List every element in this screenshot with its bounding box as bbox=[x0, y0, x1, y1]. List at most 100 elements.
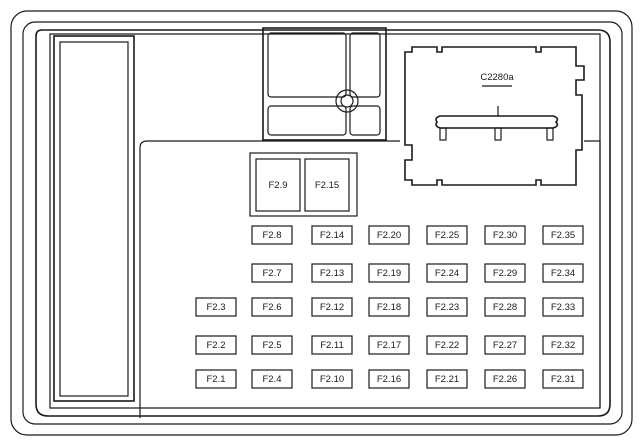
fuse-f2-7: F2.7 bbox=[251, 263, 293, 283]
fuse-f2-1-body bbox=[195, 369, 237, 389]
housing-frame bbox=[35, 29, 611, 417]
fuse-f2-25: F2.25 bbox=[426, 225, 468, 245]
fuse-f2-34-label: F2.34 bbox=[551, 268, 575, 279]
fuse-f2-3-label: F2.3 bbox=[206, 302, 225, 313]
fuse-f2-14: F2.14 bbox=[311, 225, 353, 245]
fuse-f2-30: F2.30 bbox=[484, 225, 526, 245]
fuse-panel-outline bbox=[139, 140, 400, 418]
fuse-f2-19-body bbox=[368, 263, 410, 283]
fuse-f2-11-label: F2.11 bbox=[320, 340, 344, 351]
fuse-f2-6: F2.6 bbox=[251, 297, 293, 317]
fuse-f2-13-label: F2.13 bbox=[320, 268, 344, 279]
fuse-f2-2: F2.2 bbox=[195, 335, 237, 355]
fuse-f2-3-body bbox=[195, 297, 237, 317]
fuse-f2-33-label: F2.33 bbox=[551, 302, 575, 313]
fuse-f2-16-body bbox=[368, 369, 410, 389]
large-fuse-holder bbox=[249, 152, 358, 217]
fuse-f2-13: F2.13 bbox=[311, 263, 353, 283]
connector-c2280a bbox=[404, 46, 585, 186]
fuse-f2-23-body bbox=[426, 297, 468, 317]
fuse-f2-20: F2.20 bbox=[368, 225, 410, 245]
fuse-f2-29: F2.29 bbox=[484, 263, 526, 283]
fuse-f2-25-body bbox=[426, 225, 468, 245]
fuse-f2-5-label: F2.5 bbox=[262, 340, 281, 351]
fuse-f2-21-body bbox=[426, 369, 468, 389]
fuse-f2-22-label: F2.22 bbox=[435, 340, 459, 351]
fuse-f2-12-label: F2.12 bbox=[320, 302, 344, 313]
fuse-f2-7-label: F2.7 bbox=[262, 268, 281, 279]
fuse-f2-10-label: F2.10 bbox=[320, 374, 344, 385]
fuse-f2-31: F2.31 bbox=[542, 369, 584, 389]
fuse-f2-14-label: F2.14 bbox=[320, 230, 344, 241]
fuse-f2-29-label: F2.29 bbox=[493, 268, 517, 279]
fuse-f2-27-label: F2.27 bbox=[493, 340, 517, 351]
fuse-f2-28-label: F2.28 bbox=[493, 302, 517, 313]
fuse-f2-2-body bbox=[195, 335, 237, 355]
fuse-f2-8-label: F2.8 bbox=[262, 230, 281, 241]
fuse-f2-4: F2.4 bbox=[251, 369, 293, 389]
fuse-f2-4-label: F2.4 bbox=[262, 374, 281, 385]
fuse-f2-18: F2.18 bbox=[368, 297, 410, 317]
fuse-f2-9-body bbox=[255, 158, 301, 212]
fuse-f2-5: F2.5 bbox=[251, 335, 293, 355]
fuse-f2-15: F2.15 bbox=[304, 158, 350, 212]
fuse-f2-20-label: F2.20 bbox=[377, 230, 401, 241]
fuse-f2-12: F2.12 bbox=[311, 297, 353, 317]
fuse-f2-35: F2.35 bbox=[542, 225, 584, 245]
fuse-f2-26-label: F2.26 bbox=[493, 374, 517, 385]
left-relay-housing bbox=[53, 35, 135, 402]
fuse-f2-28-body bbox=[484, 297, 526, 317]
housing-outer bbox=[10, 10, 633, 436]
fuse-f2-21-label: F2.21 bbox=[435, 374, 459, 385]
fuse-f2-8-body bbox=[251, 225, 293, 245]
fuse-f2-27: F2.27 bbox=[484, 335, 526, 355]
fuse-f2-3: F2.3 bbox=[195, 297, 237, 317]
fuse-f2-23-label: F2.23 bbox=[435, 302, 459, 313]
fuse-f2-12-body bbox=[311, 297, 353, 317]
fuse-f2-34-body bbox=[542, 263, 584, 283]
fuse-f2-18-body bbox=[368, 297, 410, 317]
fuse-f2-5-body bbox=[251, 335, 293, 355]
fuse-f2-2-label: F2.2 bbox=[206, 340, 225, 351]
fuse-f2-24-body bbox=[426, 263, 468, 283]
fuse-f2-14-body bbox=[311, 225, 353, 245]
fuse-f2-30-body bbox=[484, 225, 526, 245]
fuse-f2-15-label: F2.15 bbox=[315, 180, 339, 191]
fuse-f2-31-label: F2.31 bbox=[551, 374, 575, 385]
fuse-f2-6-body bbox=[251, 297, 293, 317]
left-relay-slot bbox=[59, 41, 129, 397]
fuse-f2-1: F2.1 bbox=[195, 369, 237, 389]
fuse-f2-24: F2.24 bbox=[426, 263, 468, 283]
fuse-f2-33-body bbox=[542, 297, 584, 317]
fuse-panel-outline-right bbox=[584, 140, 601, 408]
fuse-f2-4-body bbox=[251, 369, 293, 389]
fuse-f2-24-label: F2.24 bbox=[435, 268, 459, 279]
fuse-f2-11-body bbox=[311, 335, 353, 355]
fuse-f2-18-label: F2.18 bbox=[377, 302, 401, 313]
fuse-f2-32-body bbox=[542, 335, 584, 355]
fuse-f2-30-label: F2.30 bbox=[493, 230, 517, 241]
fuse-f2-26: F2.26 bbox=[484, 369, 526, 389]
housing-inner bbox=[22, 21, 623, 425]
fuse-f2-11: F2.11 bbox=[311, 335, 353, 355]
fuse-f2-21: F2.21 bbox=[426, 369, 468, 389]
center-relay-block bbox=[262, 27, 387, 141]
fuse-f2-17: F2.17 bbox=[368, 335, 410, 355]
fuse-f2-27-body bbox=[484, 335, 526, 355]
fuse-f2-9-label: F2.9 bbox=[268, 180, 287, 191]
fuse-f2-17-label: F2.17 bbox=[377, 340, 401, 351]
fuse-f2-10-body bbox=[311, 369, 353, 389]
fuse-f2-19-label: F2.19 bbox=[377, 268, 401, 279]
fuse-f2-31-body bbox=[542, 369, 584, 389]
fuse-f2-8: F2.8 bbox=[251, 225, 293, 245]
fuse-f2-35-label: F2.35 bbox=[551, 230, 575, 241]
fuse-f2-16-label: F2.16 bbox=[377, 374, 401, 385]
fuse-f2-35-body bbox=[542, 225, 584, 245]
fuse-f2-23: F2.23 bbox=[426, 297, 468, 317]
fuse-f2-20-body bbox=[368, 225, 410, 245]
fuse-f2-6-label: F2.6 bbox=[262, 302, 281, 313]
fuse-f2-32: F2.32 bbox=[542, 335, 584, 355]
fuse-f2-22-body bbox=[426, 335, 468, 355]
